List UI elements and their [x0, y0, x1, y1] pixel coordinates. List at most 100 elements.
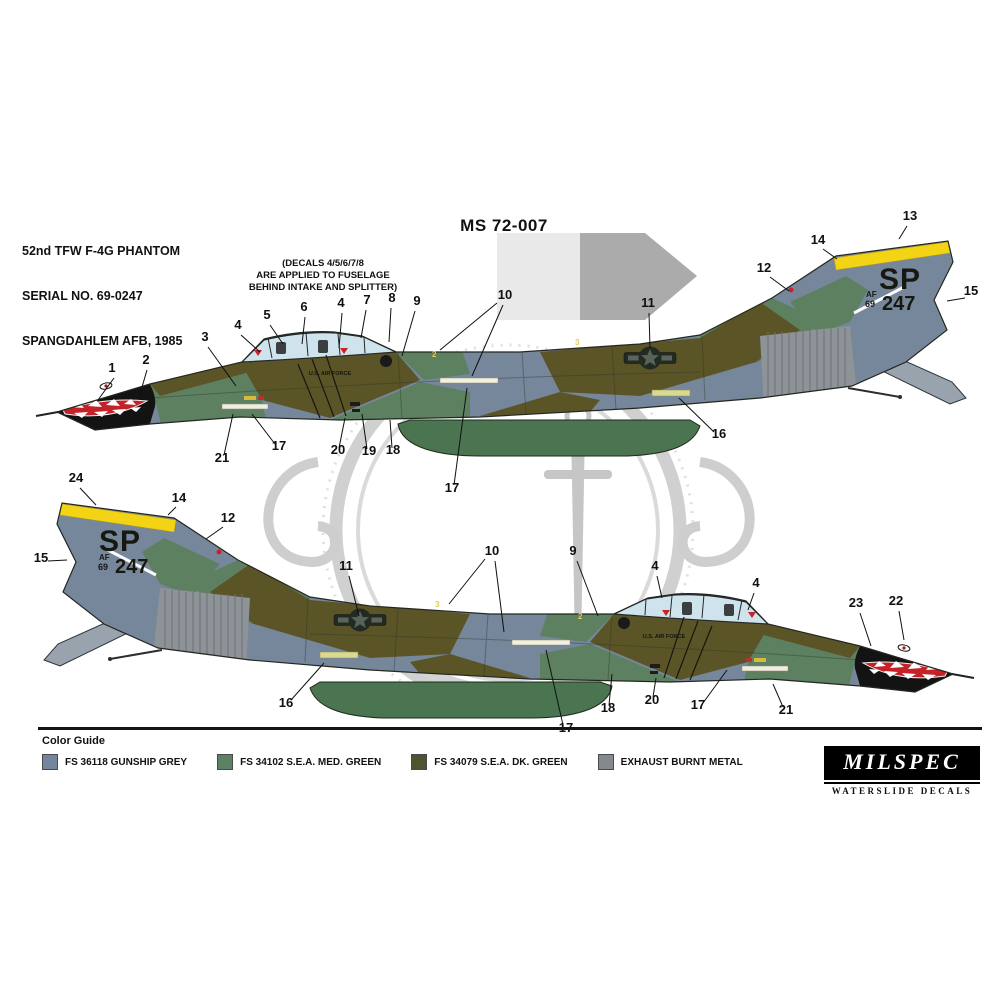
- callout-line: [338, 417, 346, 449]
- callout-line: [47, 559, 68, 562]
- swatch-chip: [217, 754, 234, 770]
- fuselage-stencil: U.S. AIR FORCE: [643, 634, 686, 640]
- callout-line: [769, 276, 790, 292]
- callout-line: [859, 612, 872, 647]
- callout-line: [205, 526, 224, 540]
- fuselage-stencil: U.S. AIR FORCE: [309, 371, 352, 377]
- callout-number: 15: [964, 283, 978, 298]
- swatch-chip: [597, 754, 614, 770]
- callout-line: [207, 346, 237, 387]
- swatch-label: FS 36118 GUNSHIP GREY: [65, 756, 188, 768]
- callout-line: [223, 413, 234, 456]
- callout-number: 17: [445, 480, 459, 495]
- callout-number: 11: [641, 295, 655, 310]
- decal-number: 3: [435, 600, 440, 609]
- header-line-1: 52nd TFW F-4G PHANTOM: [22, 244, 181, 258]
- header-line-2: SERIAL NO. 69-0247: [22, 289, 143, 303]
- callout-line: [822, 248, 838, 260]
- callout-line: [139, 369, 148, 395]
- swatch-label: FS 34102 S.E.A. MED. GREEN: [240, 756, 382, 768]
- callout-line: [608, 673, 613, 706]
- af-prefix: AF: [866, 290, 877, 299]
- callout-number: 18: [386, 442, 400, 457]
- callout-line: [389, 419, 393, 449]
- callout-line: [576, 560, 599, 617]
- color-guide-label: Color Guide: [42, 735, 105, 747]
- callout-number: 2: [142, 352, 149, 367]
- callout-line: [898, 610, 905, 641]
- callout-number: 6: [300, 299, 307, 314]
- callout-number: 16: [712, 426, 726, 441]
- callout-line: [338, 312, 343, 349]
- callout-number: 5: [263, 307, 270, 322]
- callout-line: [471, 304, 504, 377]
- callout-number: 4: [651, 558, 659, 573]
- color-guide-swatches: FS 36118 GUNSHIP GREY FS 34102 S.E.A. MED…: [42, 754, 743, 770]
- decal-number: 2: [432, 350, 437, 359]
- color-swatch: FS 34079 S.E.A. DK. GREEN: [411, 754, 568, 770]
- callout-line: [702, 669, 728, 704]
- af-prefix: AF: [99, 553, 110, 562]
- brand-name: MILSPEC: [824, 746, 980, 780]
- color-swatch: EXHAUST BURNT METAL: [597, 754, 743, 770]
- callout-line: [401, 310, 416, 357]
- callout-number: 4: [337, 295, 345, 310]
- aircraft-right-profile: [40, 492, 974, 732]
- swatch-chip: [411, 754, 428, 770]
- callout-line: [290, 662, 325, 701]
- callout-line: [360, 309, 367, 339]
- callout-number: 16: [279, 695, 293, 710]
- callout-line: [747, 592, 755, 611]
- callout-line: [453, 387, 468, 486]
- callout-line: [167, 506, 177, 516]
- callout-line: [648, 312, 651, 349]
- callout-line: [439, 302, 498, 351]
- callout-number: 17: [272, 438, 286, 453]
- callout-number: 18: [601, 700, 615, 715]
- callout-number: 8: [388, 290, 395, 305]
- callout-number: 24: [69, 470, 84, 485]
- callout-number: 3: [201, 329, 208, 344]
- callout-line: [898, 225, 908, 240]
- callout-number: 11: [339, 558, 353, 573]
- callout-number: 14: [172, 490, 187, 505]
- tail-code: SP: [879, 263, 921, 296]
- callout-line: [448, 558, 486, 605]
- callout-number: 12: [757, 260, 771, 275]
- decal-note: (DECALS 4/5/6/7/8 ARE APPLIED TO FUSELAG…: [238, 258, 408, 294]
- callout-line: [97, 377, 115, 401]
- decal-number: 2: [578, 612, 583, 621]
- callout-number: 21: [779, 702, 793, 717]
- callout-number: 17: [691, 697, 705, 712]
- callout-line: [652, 677, 657, 698]
- callout-line: [240, 334, 261, 353]
- note-line-3: BEHIND INTAKE AND SPLITTER): [248, 282, 398, 293]
- callout-number: 9: [413, 293, 420, 308]
- callout-number: 10: [498, 287, 512, 302]
- callout-line: [251, 413, 276, 445]
- callout-number: 14: [811, 232, 826, 247]
- color-swatch: FS 36118 GUNSHIP GREY: [42, 754, 187, 770]
- header-line-3: SPANGDAHLEM AFB, 1985: [22, 334, 183, 348]
- callout-line: [79, 487, 97, 506]
- sheet-title: MS 72-007: [460, 216, 548, 235]
- callout-number: 23: [849, 595, 863, 610]
- aircraft-left-overlay: SP AF 69 247 2 3 U.S. AIR FORCE: [309, 263, 921, 377]
- callout-number: 1: [108, 360, 115, 375]
- swatch-label: FS 34079 S.E.A. DK. GREEN: [434, 756, 568, 768]
- brand-subtitle: WATERSLIDE DECALS: [824, 782, 980, 796]
- aircraft-right-overlay: SP AF 69 247 3 2 U.S. AIR FORCE: [98, 525, 685, 640]
- brand-logo: MILSPEC WATERSLIDE DECALS: [824, 746, 980, 796]
- callout-line: [301, 316, 306, 345]
- callout-line: [348, 575, 360, 617]
- serial-small: 69: [865, 299, 875, 309]
- callout-line: [494, 560, 505, 633]
- callout-number: 21: [215, 450, 229, 465]
- note-line-1: (DECALS 4/5/6/7/8: [282, 258, 364, 269]
- callout-line: [361, 413, 368, 450]
- callout-line: [946, 297, 966, 302]
- callout-number: 7: [363, 292, 370, 307]
- callout-number: 4: [234, 317, 242, 332]
